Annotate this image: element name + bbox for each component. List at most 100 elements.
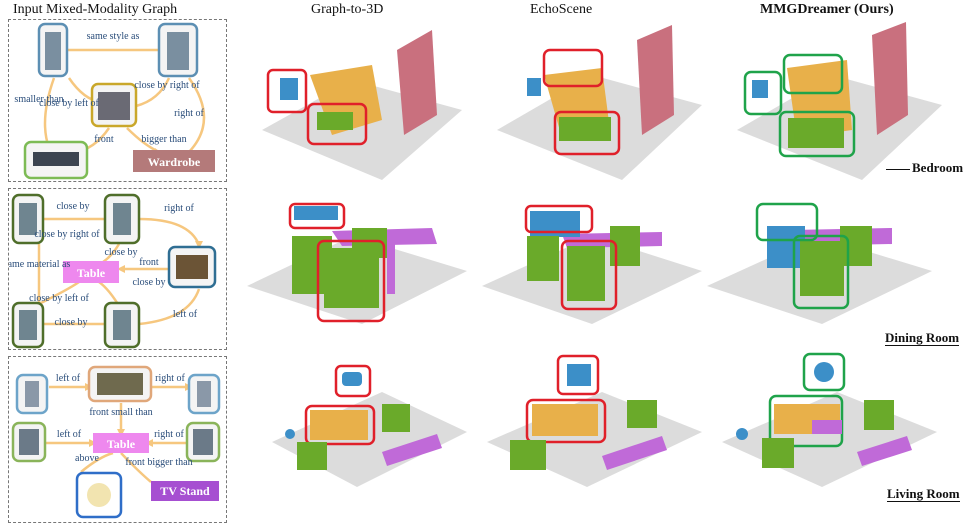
bedroom-graph-panel: Wardrobe same style as close by left of …	[8, 19, 227, 182]
edge-label: close by	[54, 317, 87, 328]
living-graph-panel: Table TV Stand left of right of front sm…	[8, 356, 227, 523]
row-label-bedroom: Bedroom	[886, 160, 963, 176]
edge-line	[138, 288, 201, 326]
edge-label: close by left of	[29, 293, 89, 304]
edge-line	[135, 77, 171, 108]
edge-label: right of	[154, 429, 184, 440]
chair-object	[610, 226, 640, 266]
row-label-text: Dining Room	[885, 330, 960, 346]
armchair-object	[762, 438, 794, 468]
echoscene-living	[487, 354, 702, 487]
chair-icon	[19, 203, 37, 235]
red-highlight-box	[525, 398, 607, 444]
tv-stand-object	[857, 436, 912, 466]
red-highlight-box	[524, 204, 594, 234]
armchair-object	[382, 404, 410, 432]
sofa-object	[310, 410, 368, 440]
input-graph-header: Input Mixed-Modality Graph	[13, 2, 178, 17]
mmg-dining	[707, 202, 932, 324]
armchair-object	[297, 442, 327, 470]
mmgdreamer-header: MMGDreamer (Ours)	[760, 2, 894, 17]
side-table-object	[736, 428, 748, 440]
chandelier-object	[814, 362, 834, 382]
chair-icon	[19, 310, 37, 340]
sideboard-object	[767, 226, 805, 268]
table-label: Table	[77, 266, 106, 280]
table-node	[63, 261, 119, 283]
wardrobe-object	[872, 22, 908, 135]
green-highlight-box	[792, 234, 850, 310]
nightstand-object	[527, 78, 541, 96]
table-object	[812, 420, 842, 434]
wardrobe-object	[637, 25, 674, 135]
side-table-object	[285, 429, 295, 439]
green-highlight-box	[802, 352, 846, 392]
edge-label: close by	[104, 247, 137, 258]
armchair-object	[864, 400, 894, 430]
edge-label: same material as	[9, 259, 70, 270]
sofa-icon	[97, 373, 143, 395]
echoscene-bedroom	[497, 25, 702, 180]
bedroom-graph: Wardrobe same style as close by left of …	[14, 22, 215, 180]
dining-graph: Table close by right of close by right o…	[4, 193, 217, 349]
label-underline	[886, 168, 910, 170]
edge-label: front bigger than	[125, 457, 192, 468]
graph3d-living	[272, 364, 467, 487]
sofa-object	[532, 404, 598, 436]
row-label-text: Living Room	[887, 486, 960, 502]
graph3d-dining	[247, 202, 467, 324]
green-highlight-box	[755, 202, 819, 242]
edge-line	[120, 452, 152, 483]
living-graph: Table TV Stand left of right of front sm…	[11, 365, 221, 519]
wardrobe-object	[397, 30, 437, 135]
green-highlight-box	[782, 53, 844, 95]
bench-object	[317, 112, 353, 130]
sofa-bench-object	[788, 118, 844, 148]
table-node	[93, 433, 149, 453]
tv-stand-object	[602, 436, 667, 470]
edge-label: close by	[132, 277, 165, 288]
nightstand-object	[752, 80, 768, 98]
bench-object	[559, 117, 611, 141]
edge-label: front	[139, 257, 159, 268]
edge-line	[187, 77, 206, 153]
edge-line	[38, 280, 80, 306]
row-label-living: Living Room	[887, 486, 960, 502]
edge-label: left of	[57, 429, 82, 440]
red-highlight-box	[306, 102, 368, 146]
armchair-object	[627, 400, 657, 428]
red-highlight-box	[316, 239, 386, 323]
nightstand-icon	[45, 32, 61, 70]
echoscene-header: EchoScene	[530, 2, 593, 17]
chandelier-icon	[87, 483, 111, 507]
edge-line	[138, 217, 201, 246]
tv-stand-label: TV Stand	[160, 484, 210, 498]
red-highlight-box	[556, 354, 600, 396]
dining-graph-panel: Table close by right of close by right o…	[4, 188, 227, 350]
echoscene-dining	[482, 204, 702, 324]
edge-label: close by left of	[39, 98, 99, 109]
chair-object	[527, 236, 559, 281]
edge-label: above	[75, 453, 99, 464]
graph3d-bedroom	[262, 30, 462, 180]
sideboard-icon	[176, 255, 208, 279]
wardrobe-label: Wardrobe	[148, 155, 201, 169]
wardrobe-node	[133, 150, 215, 172]
side-table-icon	[25, 381, 39, 407]
tv-stand-node	[151, 481, 219, 501]
edge-label: same style as	[87, 31, 140, 42]
edge-line	[43, 77, 56, 149]
edge-label: close by	[56, 201, 89, 212]
chandelier-object	[342, 372, 362, 386]
edge-label: front	[94, 134, 114, 145]
nightstand-icon	[167, 32, 189, 70]
nightstand-object	[280, 78, 298, 100]
edge-label: bigger than	[141, 134, 186, 145]
edge-label: left of	[56, 373, 81, 384]
chair-object	[800, 241, 844, 296]
red-highlight-box	[560, 239, 618, 311]
edge-label: right of	[164, 203, 194, 214]
edge-label: left of	[173, 309, 198, 320]
edge-label: right of	[155, 373, 185, 384]
red-highlight-box	[304, 404, 376, 446]
